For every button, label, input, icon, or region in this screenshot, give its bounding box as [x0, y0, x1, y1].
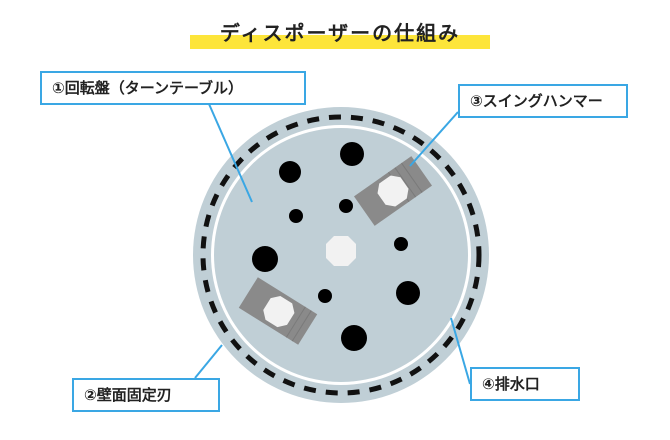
- leader-drain: [450, 317, 471, 385]
- label-drain: ④排水口: [470, 367, 580, 401]
- hole: [279, 161, 301, 183]
- swing-hammer-lower: [238, 277, 318, 345]
- hole: [339, 199, 353, 213]
- leader-turntable: [208, 103, 253, 203]
- center-bolt: [326, 236, 356, 266]
- label-fixed-blade: ②壁面固定刃: [72, 378, 220, 412]
- leader-swing-hammer: [409, 111, 459, 167]
- page-title: ディスポーザーの仕組み: [219, 21, 461, 45]
- swing-hammer-upper: [354, 156, 432, 226]
- hole: [340, 142, 364, 166]
- label-turntable: ①回転盤（ターンテーブル）: [40, 71, 306, 105]
- hole: [318, 289, 332, 303]
- hole: [341, 325, 367, 351]
- turntable-holes: [252, 142, 420, 351]
- leader-fixed-blade: [194, 344, 223, 379]
- leader-lines: [194, 103, 471, 385]
- hole: [394, 237, 408, 251]
- hammer-bolt: [377, 175, 409, 207]
- hole: [289, 209, 303, 223]
- hole: [252, 246, 278, 272]
- title-wrap: ディスポーザーの仕組み: [190, 18, 490, 52]
- hole: [396, 281, 420, 305]
- title-highlight: [190, 35, 490, 49]
- drain-ring: [200, 114, 482, 396]
- hammer-bolt: [263, 295, 295, 328]
- label-swing-hammer: ③スイングハンマー: [458, 84, 628, 118]
